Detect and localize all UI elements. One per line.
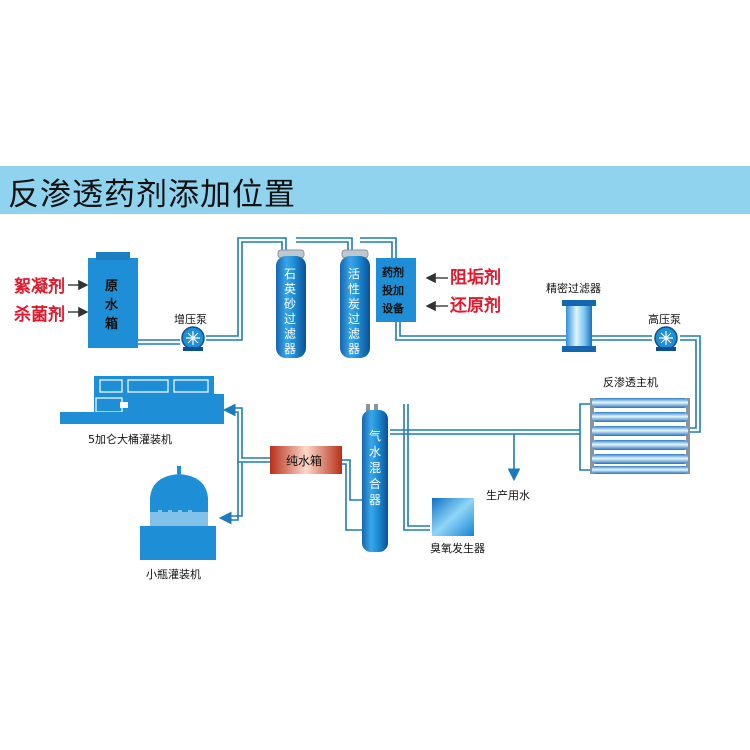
- gas-water-mixer: 气 水 混 合 器: [362, 404, 388, 552]
- mixer-char-1: 气: [369, 428, 381, 443]
- chemical-scale-inhibitor: 阻垢剂: [450, 267, 501, 288]
- dosing-device-line-3: 设备: [382, 301, 405, 315]
- booster-pump: 增压泵: [174, 312, 207, 351]
- high-pressure-pump: 高压泵: [648, 312, 681, 351]
- raw-water-tank-char-2: 水: [105, 297, 119, 313]
- ro-main-unit: 反渗透主机: [590, 375, 690, 474]
- mixer-char-2: 水: [369, 445, 381, 459]
- raw-water-tank-char-3: 箱: [105, 316, 118, 332]
- quartz-filter-char-2: 英: [284, 282, 296, 296]
- bottle-filler-label: 小瓶灌装机: [146, 567, 201, 581]
- booster-pump-label: 增压泵: [174, 312, 207, 326]
- quartz-filter-char-5: 滤: [284, 327, 296, 341]
- dosing-device: 药剂 投加 设备: [376, 258, 416, 322]
- barrel-filler: 5加仑大桶灌装机: [60, 376, 224, 446]
- activated-carbon-filter: 活 性 炭 过 滤 器: [340, 249, 370, 358]
- mixer-char-5: 器: [369, 493, 381, 507]
- chemical-flocculant: 絮凝剂: [14, 276, 65, 297]
- raw-water-tank-char-1: 原: [105, 279, 118, 294]
- chemical-reducing-agent: 还原剂: [449, 295, 501, 316]
- page-title: 反渗透药剂添加位置: [8, 177, 296, 213]
- ro-main-unit-label: 反渗透主机: [603, 375, 658, 389]
- carbon-filter-char-3: 炭: [348, 297, 360, 311]
- pipes: [138, 237, 701, 531]
- dosing-device-line-2: 投加: [382, 283, 404, 297]
- mixer-char-4: 合: [369, 476, 381, 491]
- carbon-filter-char-6: 器: [348, 342, 360, 356]
- precision-filter: 精密过滤器: [546, 281, 601, 352]
- quartz-filter-char-1: 石: [284, 267, 296, 281]
- barrel-filler-label: 5加仑大桶灌装机: [88, 432, 172, 446]
- carbon-filter-char-4: 过: [348, 312, 360, 326]
- quartz-sand-filter: 石 英 砂 过 滤 器: [276, 249, 306, 358]
- carbon-filter-char-5: 滤: [348, 327, 360, 341]
- mixer-char-3: 混: [369, 461, 381, 475]
- ozone-generator: 臭氧发生器: [430, 498, 485, 555]
- quartz-filter-char-3: 砂: [284, 297, 296, 311]
- chemical-arrows: [68, 272, 448, 318]
- bottle-filler: 小瓶灌装机: [140, 466, 216, 581]
- quartz-filter-char-4: 过: [284, 312, 296, 326]
- pure-water-tank: 纯水箱: [270, 446, 342, 474]
- high-pressure-pump-label: 高压泵: [648, 312, 681, 326]
- dosing-device-line-1: 药剂: [382, 265, 404, 279]
- precision-filter-label: 精密过滤器: [546, 281, 601, 295]
- title-banner: 反渗透药剂添加位置: [0, 166, 750, 214]
- carbon-filter-char-1: 活: [348, 267, 360, 281]
- chemical-bactericide: 杀菌剂: [14, 304, 65, 325]
- production-water-label: 生产用水: [486, 488, 530, 502]
- pure-water-tank-label: 纯水箱: [286, 453, 322, 468]
- carbon-filter-char-2: 性: [348, 282, 360, 296]
- ozone-generator-label: 臭氧发生器: [430, 541, 485, 555]
- quartz-filter-char-6: 器: [284, 342, 296, 356]
- raw-water-tank: 原 水 箱: [88, 252, 138, 348]
